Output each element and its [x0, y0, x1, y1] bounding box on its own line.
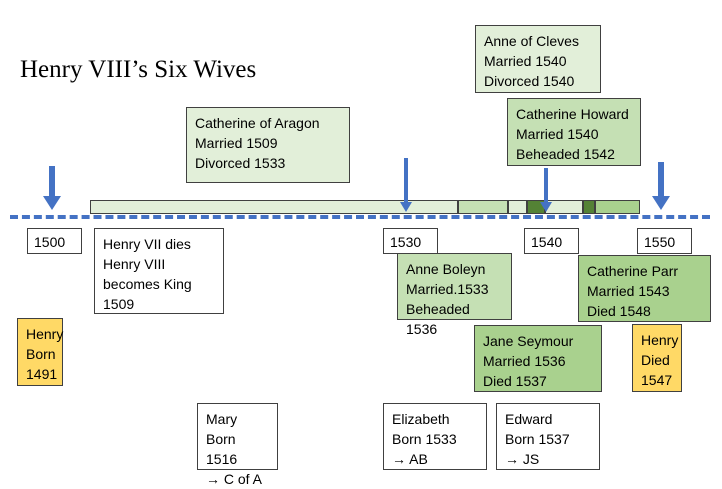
- timeline-axis: [10, 215, 710, 219]
- timeline-segment-parr: [583, 200, 595, 214]
- wife-box-catherine-howard: Catherine Howard Married 1540 Beheaded 1…: [507, 98, 641, 166]
- child-box-mary: Mary Born 1516 → C of A: [197, 403, 278, 487]
- timeline-segment-end: [595, 200, 640, 214]
- wife-box-catherine-parr: Catherine Parr Married 1543 Died 1548: [578, 255, 711, 322]
- page-title: Henry VIII’s Six Wives: [20, 56, 257, 83]
- arrow-boleyn: [400, 158, 412, 212]
- year-label-1530: 1530: [383, 228, 438, 254]
- event-box-henry-vii-dies: Henry VII dies Henry VIII becomes King 1…: [94, 228, 224, 314]
- event-box-henry-died: Henry Died 1547: [632, 324, 682, 392]
- child-box-elizabeth: Elizabeth Born 1533 → AB: [383, 403, 487, 470]
- timeline-segment-boleyn: [458, 200, 508, 214]
- year-label-1500: 1500: [27, 228, 82, 254]
- arrow-howard: [540, 168, 552, 212]
- year-label-1550: 1550: [637, 228, 692, 254]
- year-label-1540: 1540: [524, 228, 579, 254]
- timeline-segment-seymour: [508, 200, 527, 214]
- wife-box-anne-of-cleves: Anne of Cleves Married 1540 Divorced 154…: [475, 25, 601, 93]
- arrow-henry-born: [43, 166, 61, 210]
- child-box-edward: Edward Born 1537 → JS: [496, 403, 600, 470]
- event-box-henry-born: Henry Born 1491: [17, 318, 63, 386]
- wife-box-anne-boleyn: Anne Boleyn Married.1533 Beheaded 1536: [397, 253, 512, 337]
- timeline-segment-aragon: [90, 200, 458, 214]
- wife-box-catherine-of-aragon: Catherine of Aragon Married 1509 Divorce…: [186, 107, 350, 183]
- arrow-henry-died: [652, 162, 670, 210]
- wife-box-jane-seymour: Jane Seymour Married 1536 Died 1537: [474, 325, 602, 392]
